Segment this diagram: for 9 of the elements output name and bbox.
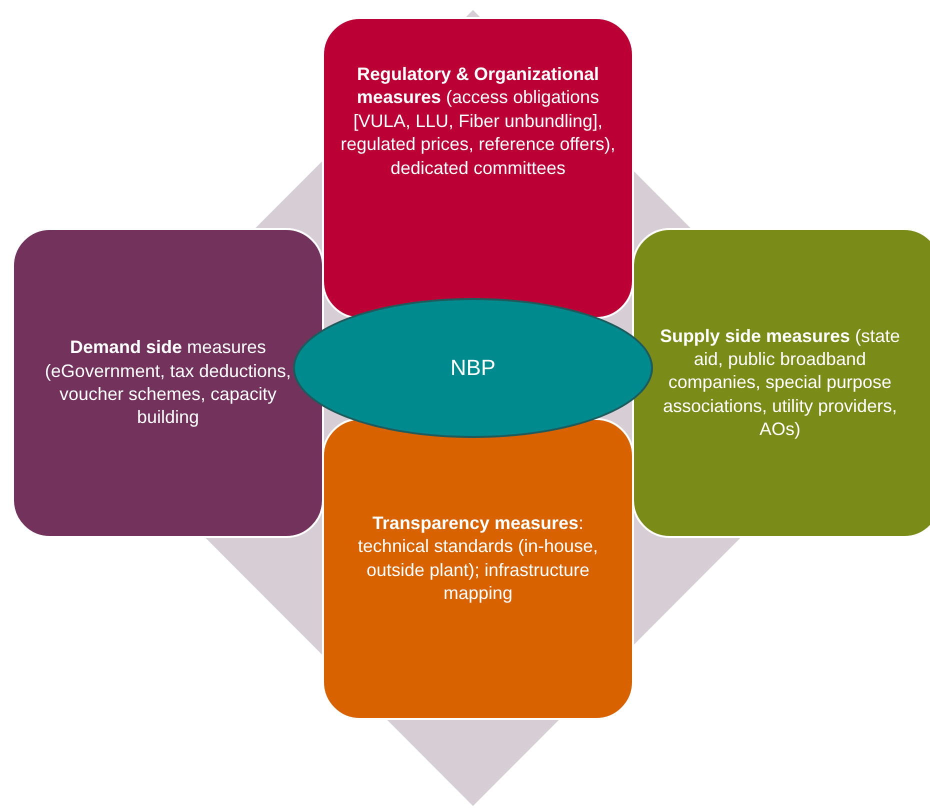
measure-card	[632, 228, 930, 538]
measure-text: Regulatory & Organizational measures (access obligations [VULA, LLU, Fiber unbundling], regulated prices, reference offers), dedicated committees	[340, 63, 616, 180]
measure-text: Supply side measures (state aid, public broadband companies, special purpose associations, utility providers, AOs)	[658, 324, 902, 442]
measure-text: Transparency measures: technical standards (in-house, outside plant); infrastructure mapping	[356, 512, 600, 606]
measure-card	[12, 228, 324, 538]
measure-card	[322, 418, 634, 720]
measure-card	[322, 17, 634, 319]
center-label: NBP	[449, 354, 497, 382]
measure-text: Demand side measures (eGovernment, tax deductions, voucher schemes, capacity building	[44, 336, 292, 430]
